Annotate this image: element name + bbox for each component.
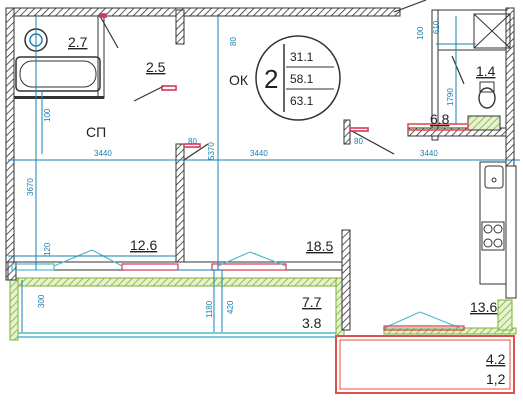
dim-left-small: 100 <box>43 108 52 122</box>
room-area-balcony: 4.2 <box>486 351 506 367</box>
vent-shaft-icon <box>473 13 511 49</box>
stove-icon <box>481 221 505 251</box>
dimension-lines <box>8 14 520 332</box>
bathtub-icon <box>15 56 101 92</box>
room-area-toilet: 1.4 <box>476 63 496 79</box>
dim-wall-a: 80 <box>188 137 197 146</box>
room-area-loggia: 7.7 <box>302 294 322 310</box>
loggia <box>9 277 517 341</box>
sink-icon <box>484 165 504 189</box>
dim-width-right: 3440 <box>420 149 438 158</box>
dim-height-left: 3670 <box>26 178 35 196</box>
dim-top-right-b: 610 <box>432 20 441 34</box>
room-label-open-kitchen: ОК <box>229 72 249 88</box>
room-label-bedroom: СП <box>86 124 106 140</box>
room-area-kitchen-right: 13.6 <box>470 299 497 315</box>
dim-height-toilet: 1790 <box>446 88 455 106</box>
dim-width-left: 3440 <box>94 149 112 158</box>
room-area-living: 18.5 <box>306 238 333 254</box>
apartment-badge: 2 31.1 58.1 63.1 <box>255 35 341 121</box>
dim-top-right-a: 100 <box>416 26 425 40</box>
room-area-balcony-reduced: 1,2 <box>486 371 506 387</box>
room-area-corridor: 2.5 <box>146 59 166 75</box>
kitchen-counter <box>479 161 507 285</box>
windows <box>11 249 465 331</box>
room-area-loggia-reduced: 3.8 <box>302 315 322 331</box>
dim-width-mid: 3440 <box>250 149 268 158</box>
living-area: 31.1 <box>290 50 314 64</box>
room-area-hall: 12.6 <box>130 237 157 253</box>
rooms-count: 2 <box>264 64 278 94</box>
dim-loggia-left: 300 <box>37 294 46 308</box>
toilet-icon <box>478 81 496 109</box>
dim-bottom-left: 120 <box>43 242 52 256</box>
room-area-kitchen: 6.8 <box>430 111 450 127</box>
doors <box>99 0 469 161</box>
total-area: 58.1 <box>290 72 314 86</box>
dim-top-mid: 80 <box>229 37 238 46</box>
fixtures <box>15 13 511 285</box>
dim-loggia-mid-a: 1180 <box>205 300 214 318</box>
dim-wall-b: 80 <box>354 137 363 146</box>
room-area-bathroom: 2.7 <box>68 34 88 50</box>
dim-loggia-mid-b: 420 <box>226 300 235 314</box>
dim-height-center: 5370 <box>207 142 216 160</box>
total-area-with-balcony: 63.1 <box>290 94 314 108</box>
balcony <box>335 335 515 394</box>
boiler-icon <box>467 115 501 131</box>
